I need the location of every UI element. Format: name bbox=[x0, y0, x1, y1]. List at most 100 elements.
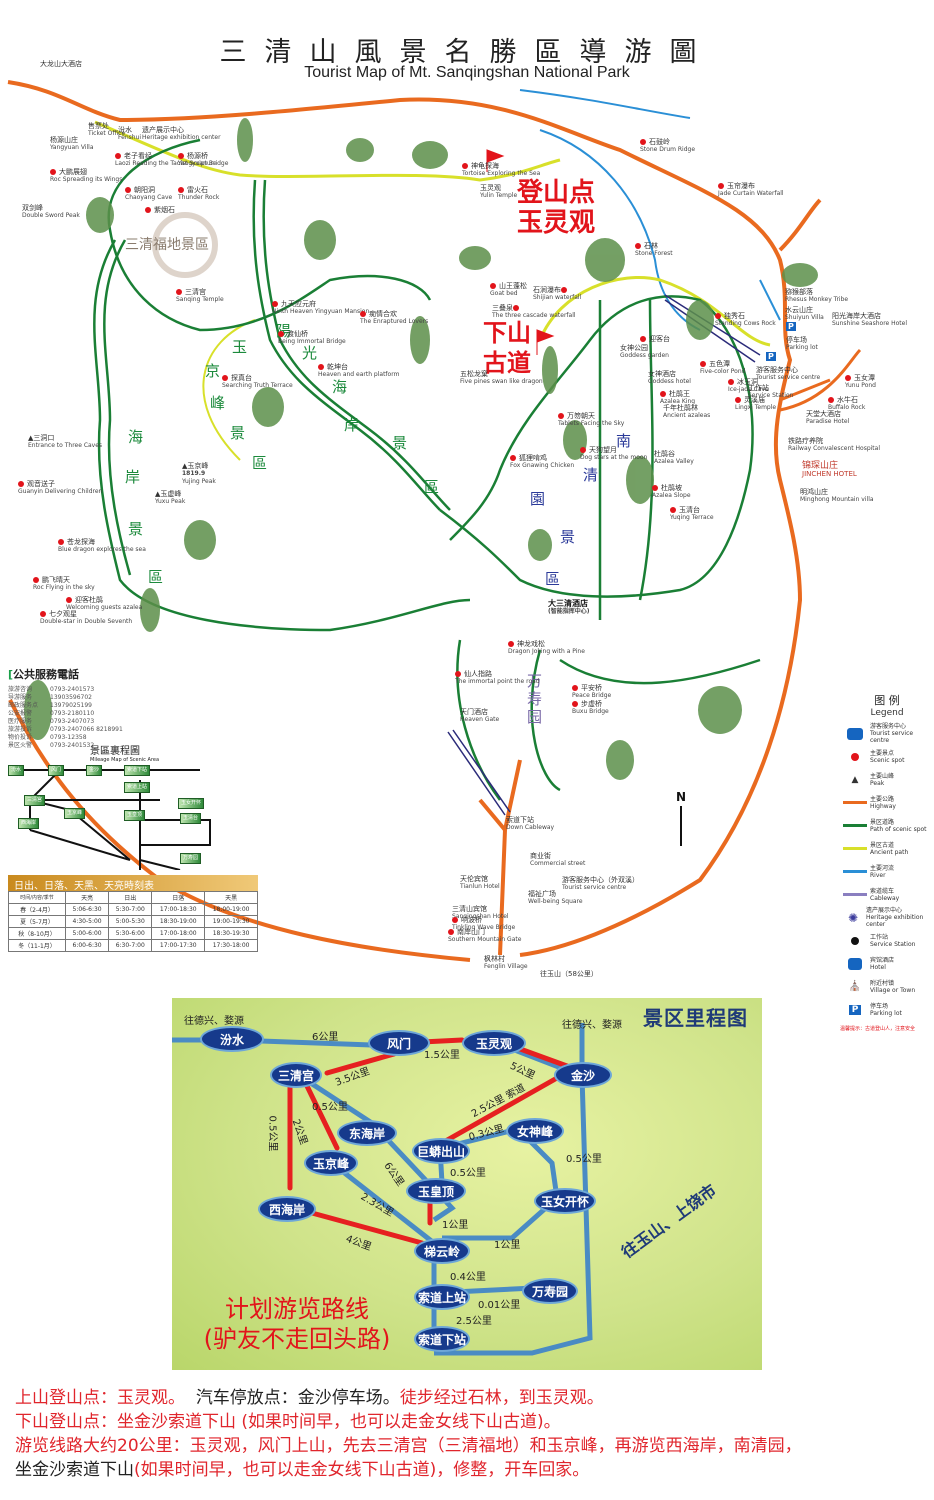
time-cell: 6:30-7:00 bbox=[108, 939, 153, 952]
poi-label-en: Southern Mountain Gate bbox=[448, 936, 522, 943]
highway-line bbox=[478, 759, 522, 956]
route-node-sanqinggong[interactable]: 三清宫 bbox=[270, 1062, 322, 1088]
route-node-nushenfeng[interactable]: 女神峰 bbox=[506, 1118, 564, 1144]
route-node-yuhuangding[interactable]: 玉皇顶 bbox=[406, 1178, 466, 1204]
route-node-suodao-down[interactable]: 索道下站 bbox=[414, 1326, 470, 1352]
route-node-donghaian[interactable]: 东海岸 bbox=[337, 1120, 397, 1146]
route-node-fengmen[interactable]: 风门 bbox=[368, 1030, 430, 1056]
legend-label: 景区道路 bbox=[870, 818, 895, 826]
route-node-suodao-up[interactable]: 索道上站 bbox=[414, 1284, 470, 1310]
route-node-jinsha[interactable]: 金沙 bbox=[554, 1062, 612, 1088]
route-node-fenshui[interactable]: 汾水 bbox=[200, 1026, 264, 1052]
poi[interactable]: 紫烟石 bbox=[145, 206, 175, 214]
route-node-xihaian[interactable]: 西海岸 bbox=[258, 1196, 316, 1222]
route-node-yulingguan[interactable]: 玉灵观 bbox=[462, 1030, 526, 1056]
route-node-yujingfeng[interactable]: 玉京峰 bbox=[304, 1150, 358, 1176]
route-node-tiyunling[interactable]: 梯云岭 bbox=[414, 1238, 470, 1264]
poi[interactable]: 大龙山大酒店 bbox=[40, 60, 82, 68]
poi[interactable]: 往玉山（58公里） bbox=[540, 970, 598, 978]
zone-yangguang-char: 海 bbox=[332, 378, 348, 396]
poi[interactable]: 游客服务中心（外双溪）Tourist service centre bbox=[562, 876, 639, 892]
poi[interactable]: 大三清酒店(智能指挥中心) bbox=[548, 600, 590, 616]
poi[interactable]: 迎客台 bbox=[640, 335, 670, 343]
route-node-yunukaihuai[interactable]: 玉女开怀 bbox=[534, 1188, 596, 1214]
route-node-wanshouyuan[interactable]: 万寿园 bbox=[522, 1278, 578, 1304]
route-node-jumang[interactable]: 巨蟒出山 bbox=[412, 1138, 470, 1164]
